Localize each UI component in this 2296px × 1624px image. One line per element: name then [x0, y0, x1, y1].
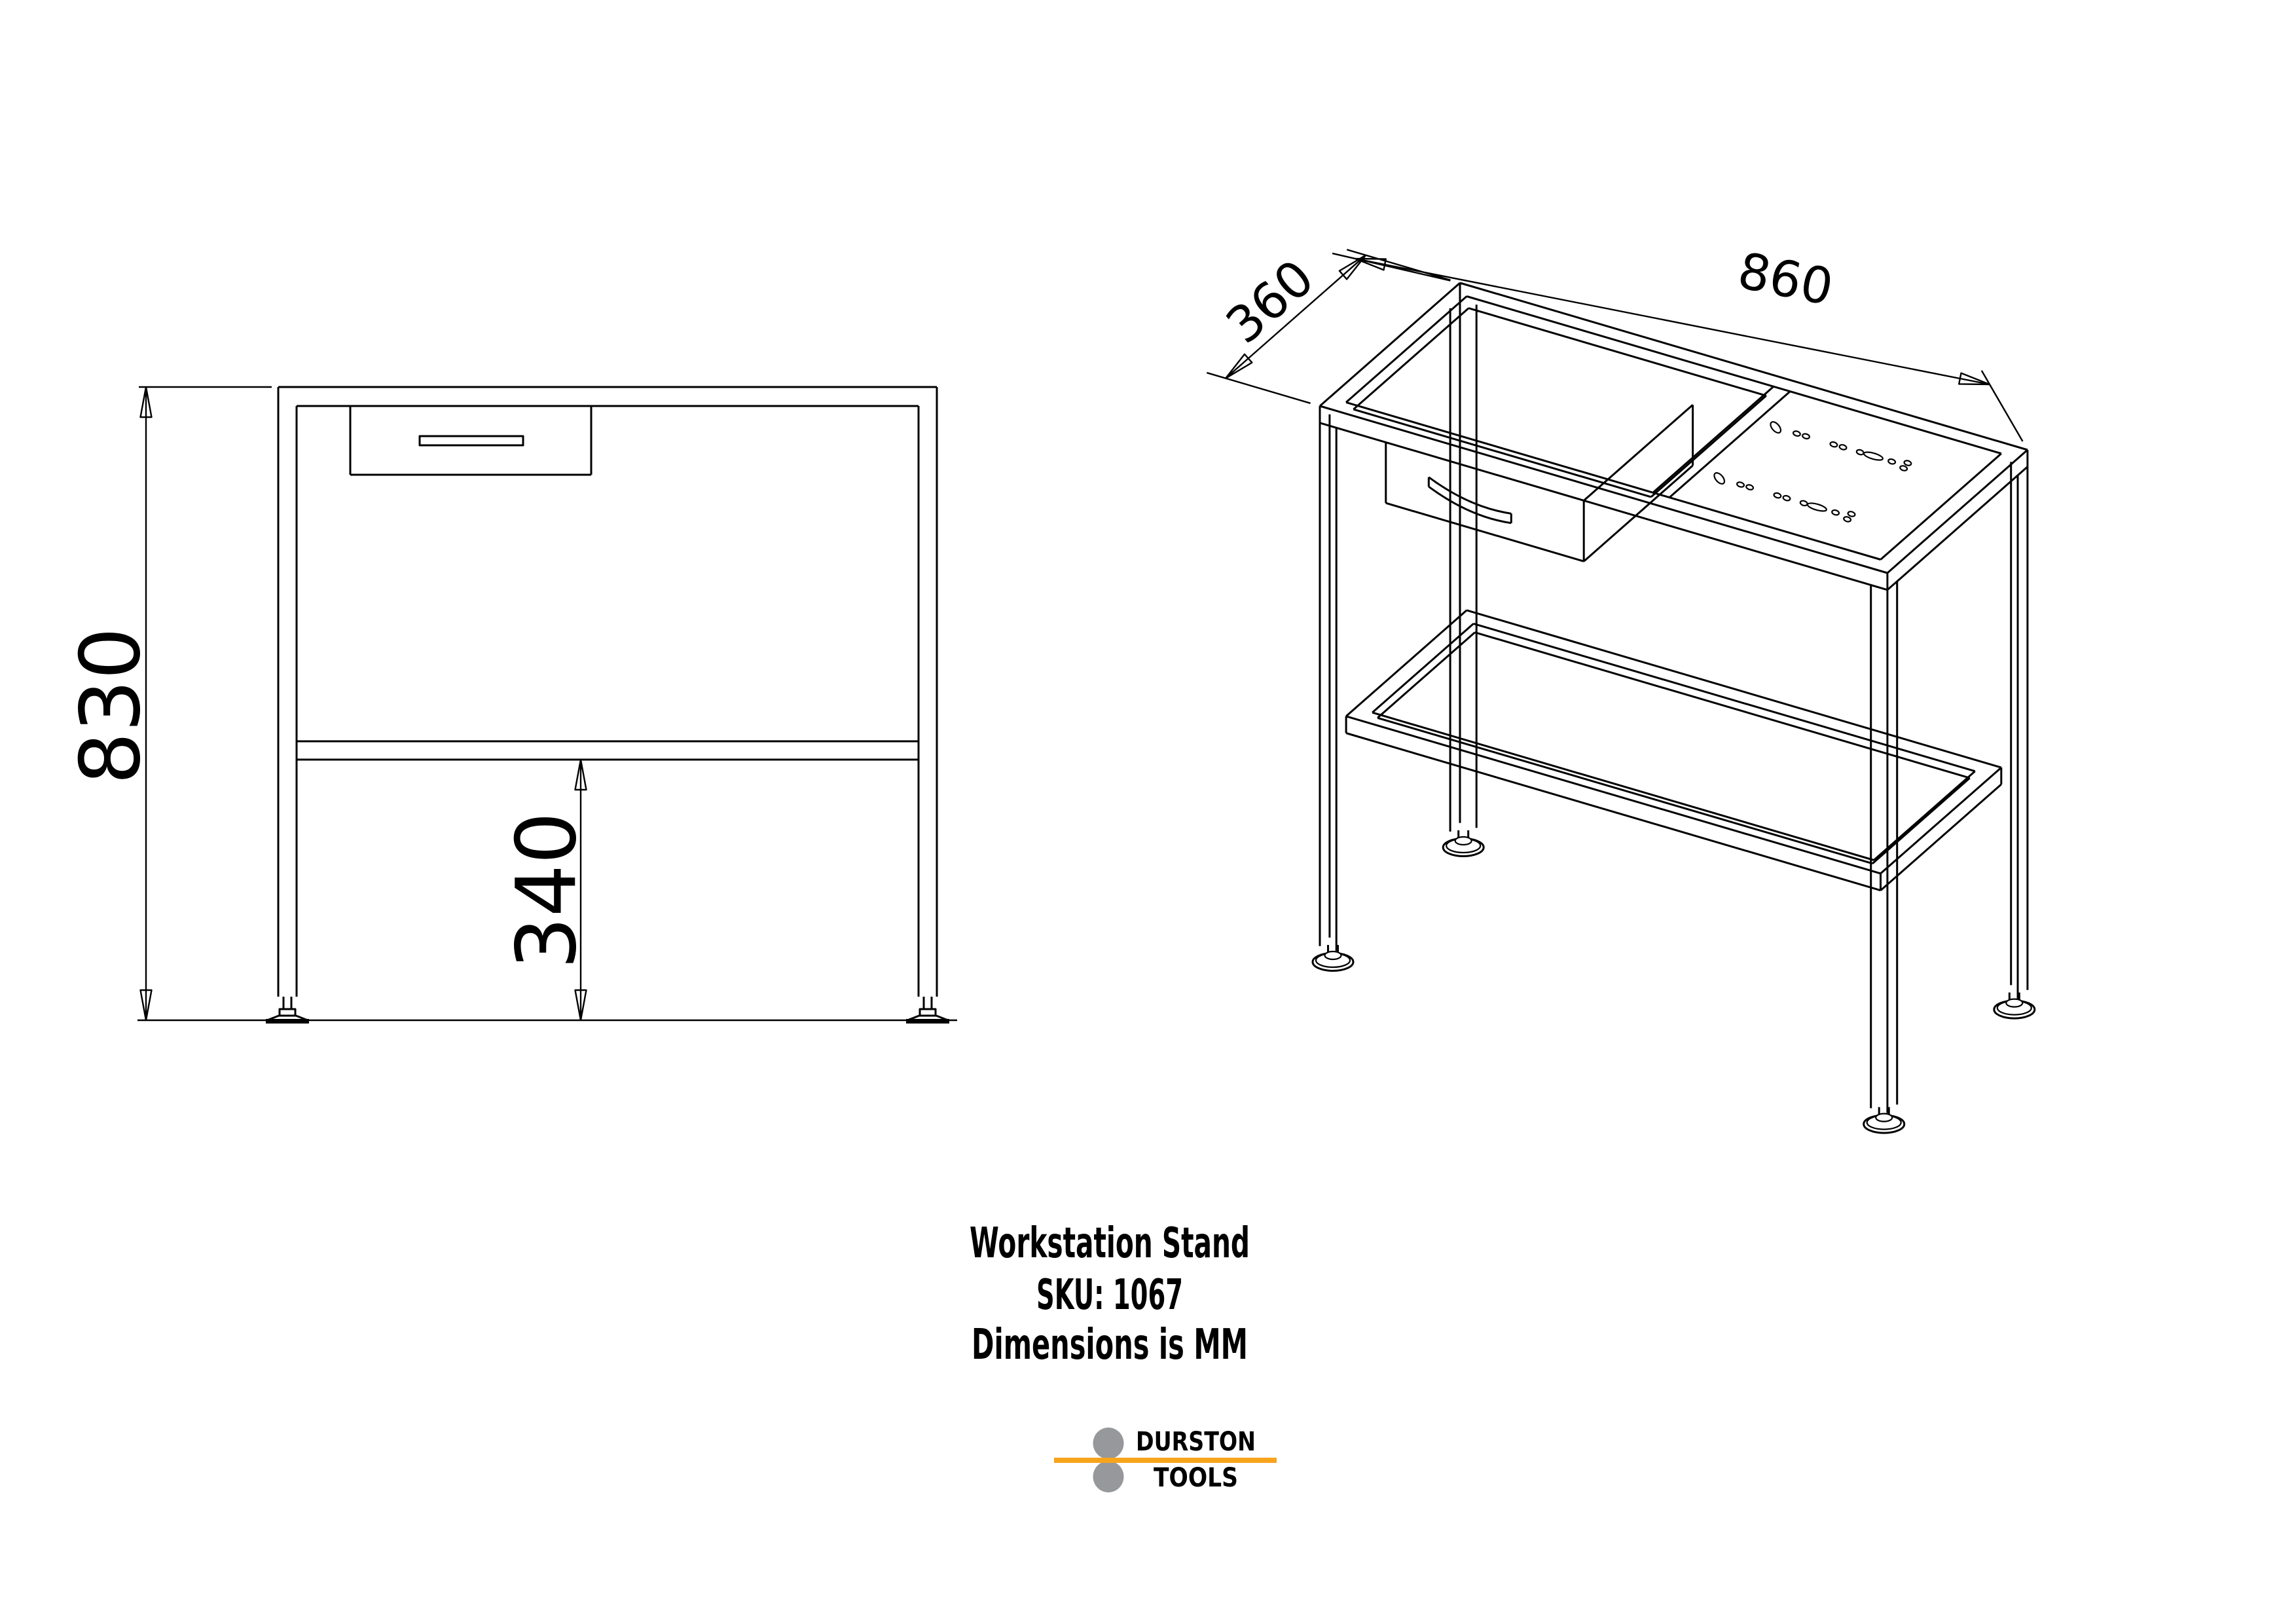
iso-detail-ellipse	[1736, 481, 1745, 488]
iso-detail-ellipse	[1745, 484, 1755, 490]
isometric-view	[1206, 249, 2036, 1134]
iso-detail-ellipse	[1829, 441, 1838, 448]
iso-width-dimension-label: 860	[1734, 241, 1838, 316]
front-height-dimension-label: 830	[62, 627, 158, 785]
iso-detail-ellipse	[1863, 451, 1884, 461]
drawing-units-note: Dimensions is MM	[972, 1321, 1248, 1369]
logo-bar	[1054, 1458, 1277, 1463]
logo-roller-top	[1093, 1428, 1124, 1459]
logo-roller-bottom	[1093, 1461, 1124, 1492]
iso-detail-ellipse	[1454, 836, 1472, 846]
iso-detail-ellipse	[1770, 421, 1782, 434]
logo-brand-top: DURSTON	[1136, 1427, 1256, 1457]
iso-detail-ellipse	[1324, 950, 1342, 961]
drawing-title: Workstation Stand	[970, 1219, 1250, 1268]
durston-tools-logo: DURSTON TOOLS	[1054, 1427, 1277, 1493]
iso-detail-ellipse	[1831, 509, 1840, 516]
iso-detail-ellipse	[1802, 433, 1810, 439]
iso-detail-ellipse	[1847, 511, 1856, 517]
front-view-lines	[266, 386, 949, 1022]
iso-detail-ellipse	[1899, 465, 1908, 471]
front-view-dimension-lines	[137, 386, 957, 1022]
iso-detail-ellipse	[1782, 494, 1791, 502]
iso-detail-ellipse	[1792, 430, 1801, 437]
iso-view-lines	[1319, 282, 2029, 1118]
iso-detail-ellipse	[1773, 492, 1782, 499]
iso-detail-ellipse	[1838, 444, 1848, 451]
iso-detail-ellipse	[2005, 998, 2024, 1008]
iso-detail-ellipse	[1875, 1113, 1893, 1122]
iso-detail-ellipse	[1799, 500, 1808, 507]
front-shelf-dimension-label: 340	[498, 812, 594, 970]
iso-detail-ellipse	[1903, 460, 1912, 466]
front-elevation-view	[137, 386, 957, 1024]
iso-detail-ellipse	[1806, 502, 1827, 512]
iso-detail-ellipse	[1713, 472, 1726, 485]
iso-detail-ellipse	[1887, 458, 1897, 465]
logo-brand-bottom: TOOLS	[1154, 1463, 1238, 1493]
iso-detail-ellipse	[1843, 516, 1852, 523]
iso-view-dimension-lines	[1206, 249, 2024, 442]
drawing-sku: SKU: 1067	[1036, 1271, 1183, 1320]
iso-depth-dimension-label: 360	[1215, 248, 1325, 355]
iso-detail-ellipse	[1855, 449, 1865, 456]
title-block: Workstation Stand SKU: 1067 Dimensions i…	[970, 1219, 1250, 1369]
